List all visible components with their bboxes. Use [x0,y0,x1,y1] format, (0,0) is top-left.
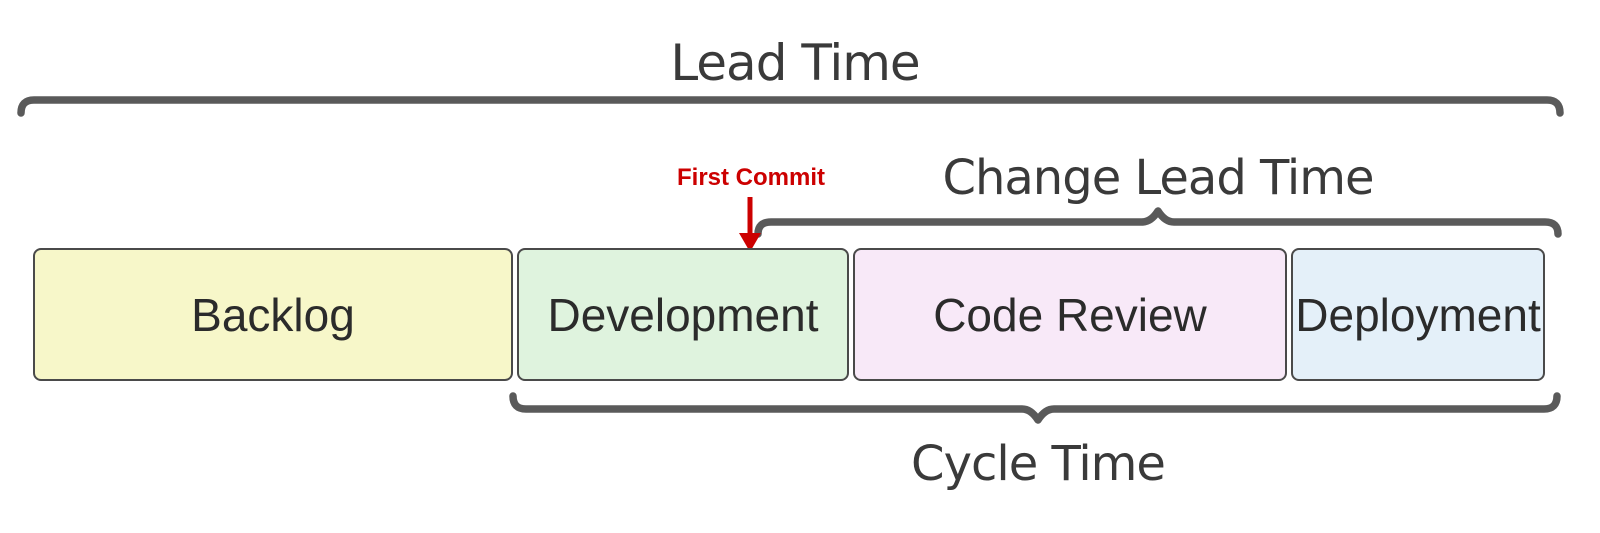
stage-label-backlog: Backlog [191,288,355,341]
stage-box-deployment: Deployment [1291,248,1545,381]
lead-time-bracket [17,96,1564,117]
first-commit-arrowhead-icon [739,233,761,252]
cycle-time-label: Cycle Time [911,436,1166,492]
first-commit-label: First Commit [676,164,825,191]
lead-time-label: Lead Time [670,34,920,92]
stage-label-deployment: Deployment [1295,288,1541,341]
stage-label-development: Development [547,288,819,341]
cycle-time-brace [509,392,1561,424]
stage-box-development: Development [517,248,849,381]
change-lead-time-brace [754,207,1562,238]
change-lead-time-label: Change Lead Time [942,150,1374,206]
stage-box-code-review: Code Review [853,248,1287,381]
stage-label-code-review: Code Review [933,288,1207,341]
stage-box-backlog: Backlog [33,248,513,381]
